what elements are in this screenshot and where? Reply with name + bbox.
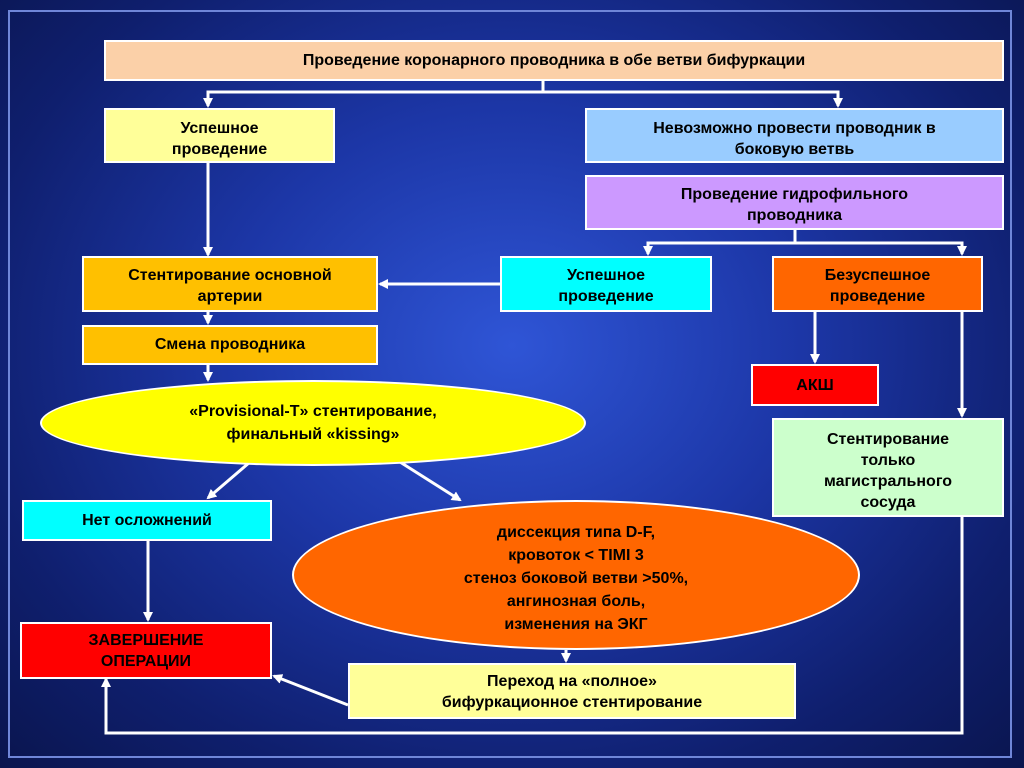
node-text-line: артерии: [197, 288, 263, 305]
node-impossible-side-branch: Невозможно провести проводник в боковую в…: [585, 108, 1004, 163]
node-provisional-t: «Provisional-T» стентирование, финальный …: [40, 380, 586, 466]
node-text: Проведение гидрофильного проводника: [681, 184, 908, 226]
node-success-left: Успешное проведение: [104, 108, 335, 163]
node-no-complications: Нет осложнений: [22, 500, 272, 541]
node-success-mid: Успешное проведение: [500, 256, 712, 312]
node-full-bifurcation: Переход на «полное» бифуркационное стенти…: [348, 663, 796, 719]
node-text: Стентирование основной артерии: [128, 265, 332, 307]
node-top-text: Проведение коронарного проводника в обе …: [302, 52, 806, 69]
node-text: Успешное проведение: [172, 118, 267, 160]
node-text: Нет осложнений: [82, 510, 212, 531]
node-text-line: ОПЕРАЦИИ: [100, 653, 192, 670]
node-text-line: Безуспешное: [824, 267, 931, 284]
node-text-line: проведение: [171, 141, 268, 158]
connector-ellipse-to-nocomp: [206, 460, 251, 500]
node-text-line: Стентирование основной: [128, 267, 332, 284]
node-text-line: ЗАВЕРШЕНИЕ: [88, 632, 204, 649]
node-text: Невозможно провести проводник в боковую в…: [653, 118, 936, 160]
slide-frame: [8, 10, 1012, 758]
node-text-line: Проведение гидрофильного: [680, 186, 909, 203]
node-text-line: магистрального: [823, 473, 953, 490]
node-text: Успешное проведение: [558, 265, 653, 307]
node-text-line: боковую ветвь: [734, 141, 855, 158]
node-text-line: стеноз боковой ветви >50%,: [463, 569, 689, 587]
node-text-line: Успешное: [180, 120, 259, 137]
node-text: ЗАВЕРШЕНИЕ ОПЕРАЦИИ: [89, 630, 204, 672]
node-text-line: Стентирование: [826, 431, 950, 448]
connector-hydro-split: [643, 230, 797, 256]
node-change-wire: Смена проводника: [82, 325, 378, 365]
node-aksh: АКШ: [751, 364, 879, 406]
node-text-line: проведение: [829, 288, 926, 305]
node-text-line: Нет осложнений: [82, 512, 212, 529]
node-text-line: «Provisional-T» стентирование,: [189, 403, 437, 420]
connector-full-to-finish: [272, 674, 349, 707]
node-text-line: финальный «kissing»: [226, 426, 400, 443]
node-text: АКШ: [796, 375, 833, 396]
node-text: Смена проводника: [155, 334, 305, 355]
node-text-line: кровоток < TIMI 3: [508, 546, 644, 564]
node-stent-trunk-only: Стентирование только магистрального сосуда: [772, 418, 1004, 517]
connector-top-split: [203, 80, 545, 108]
node-text: Переход на «полное» бифуркационное стенти…: [442, 671, 702, 713]
connector-top-right: [543, 90, 843, 108]
node-text: «Provisional-T» стентирование, финальный …: [189, 400, 436, 446]
node-text: диссекция типа D-F, кровоток < TIMI 3 стен…: [464, 521, 688, 636]
node-text-line: Переход на «полное»: [487, 673, 657, 690]
node-text: Стентирование только магистрального сосуда: [824, 429, 952, 513]
node-text-line: Смена проводника: [154, 336, 306, 353]
node-text-line: АКШ: [796, 377, 834, 394]
node-text-line: только: [860, 452, 916, 469]
node-hydrophilic-wire: Проведение гидрофильного проводника: [585, 175, 1004, 230]
node-text-line: изменения на ЭКГ: [504, 615, 648, 633]
node-text-line: Невозможно провести проводник в: [653, 120, 936, 137]
node-top-wire-passage: Проведение коронарного проводника в обе …: [104, 40, 1004, 81]
node-text-line: сосуда: [860, 494, 916, 511]
node-complications: диссекция типа D-F, кровоток < TIMI 3 стен…: [292, 500, 860, 650]
connector-hydro-right: [795, 241, 967, 256]
node-finish-operation: ЗАВЕРШЕНИЕ ОПЕРАЦИИ: [20, 622, 272, 679]
node-text-line: бифуркационное стентирование: [441, 694, 703, 711]
node-text: Безуспешное проведение: [825, 265, 931, 307]
node-fail: Безуспешное проведение: [772, 256, 983, 312]
node-text-line: диссекция типа D-F,: [496, 523, 656, 541]
node-stent-main-artery: Стентирование основной артерии: [82, 256, 378, 312]
node-text-line: Успешное: [566, 267, 646, 284]
connector-trunk-loop: [101, 517, 964, 735]
node-text-line: проведение: [558, 288, 654, 305]
connector-ellipse-to-comp: [399, 460, 462, 502]
node-text-line: ангинозная боль,: [506, 592, 646, 610]
node-text-line: проводника: [747, 207, 842, 224]
